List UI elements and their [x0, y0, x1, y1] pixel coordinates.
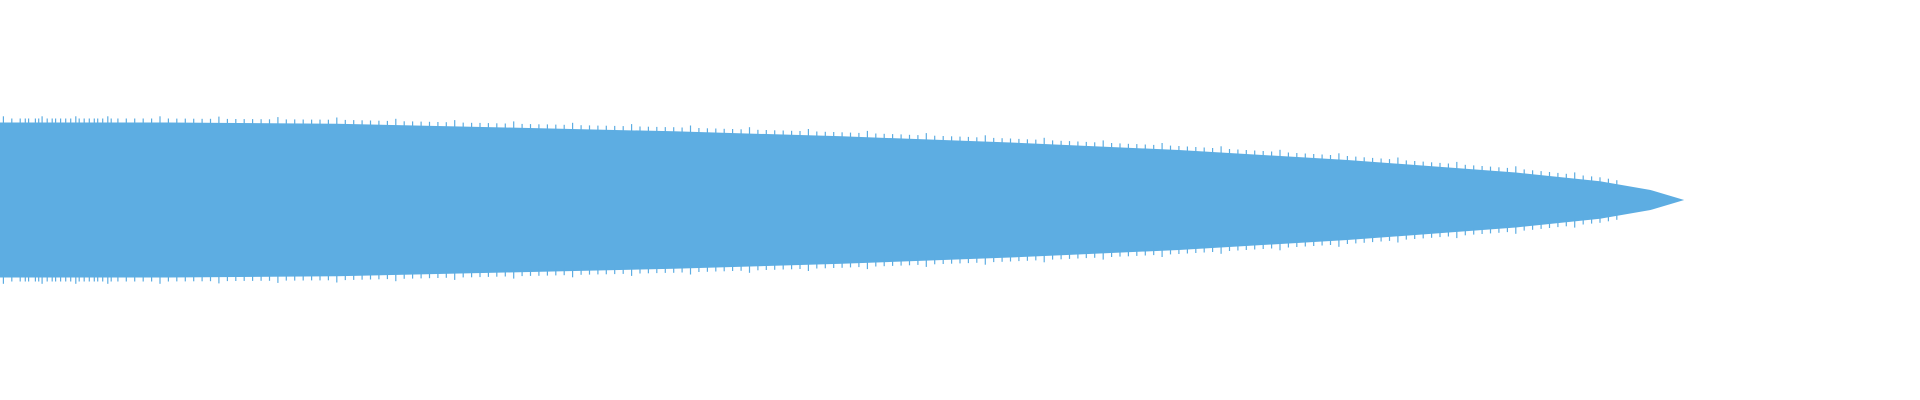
waveform-envelope	[0, 122, 1685, 278]
waveform-transient-ticks	[2, 116, 1618, 284]
